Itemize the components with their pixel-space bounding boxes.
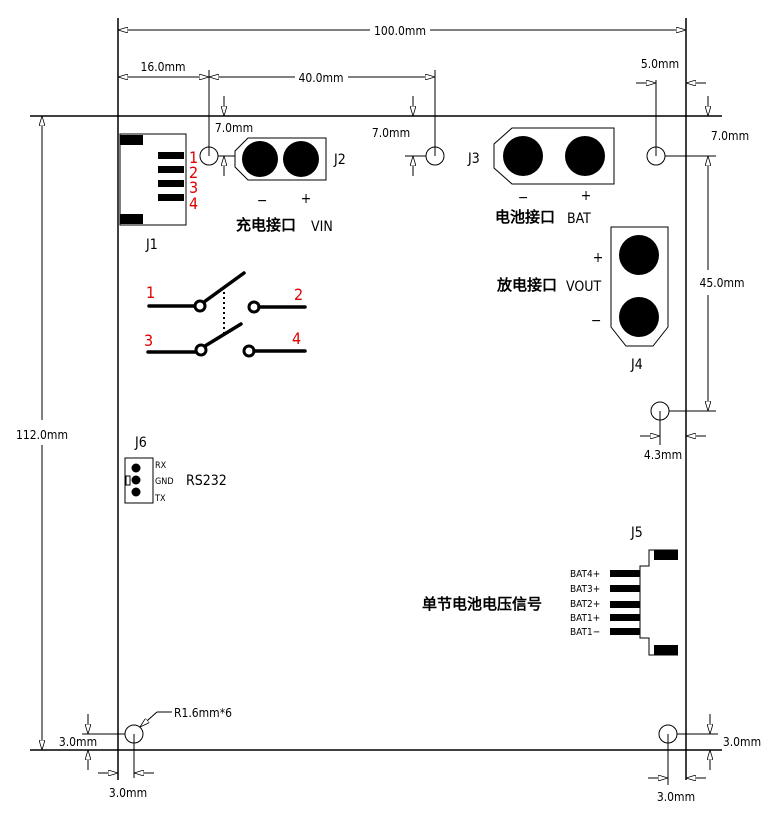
- dim-hole-top-left: 7.0mm: [215, 121, 253, 135]
- switch-symbol: 1 2 3 4: [144, 271, 307, 358]
- dim-hole-top-right: 7.0mm: [711, 129, 749, 143]
- j4-minus: −: [591, 313, 602, 329]
- j4-label-cn: 放电接口: [496, 276, 557, 294]
- j3-plus: +: [581, 188, 592, 204]
- j6-pin-label: GND: [155, 477, 174, 487]
- j2-label-en: VIN: [311, 219, 333, 235]
- dim-board-width: 100.0mm: [374, 24, 426, 38]
- dimension-lines: 100.0mm 16.0mm 40.0mm 5.0mm 7.0mm 7.0mm …: [16, 24, 761, 804]
- j5-pin-label: BAT3+: [570, 584, 600, 595]
- switch-pin-label: 2: [294, 285, 303, 304]
- j5-pin-label: BAT1+: [570, 613, 600, 624]
- j2-label-cn: 充电接口: [236, 216, 296, 234]
- j3-label-en: BAT: [567, 211, 591, 227]
- connector-j6: J6 RX GND TX RS232: [124, 435, 227, 504]
- dim-j1-offset: 16.0mm: [140, 60, 185, 74]
- j5-pin-label: BAT4+: [570, 569, 600, 580]
- dim-right-hole-offset: 5.0mm: [641, 57, 679, 71]
- j6-pin-label: TX: [154, 494, 166, 504]
- j1-ref: J1: [145, 237, 158, 253]
- j5-label-cn: 单节电池电压信号: [422, 595, 542, 613]
- j3-label-cn: 电池接口: [495, 208, 555, 226]
- j4-label-en: VOUT: [566, 279, 602, 295]
- switch-pin-label: 1: [146, 283, 155, 302]
- connector-j3: J3 − + 电池接口 BAT: [467, 127, 615, 227]
- dim-bl-vertical: 3.0mm: [59, 735, 97, 749]
- j2-minus: −: [257, 193, 268, 209]
- board-outline: [30, 18, 722, 780]
- j1-pin-label: 4: [189, 194, 198, 213]
- mounting-holes: [124, 146, 678, 744]
- dim-hole-top-mid: 7.0mm: [372, 126, 410, 140]
- j5-pin-label: BAT2+: [570, 599, 600, 610]
- j1-pin-label: 3: [189, 178, 198, 197]
- j6-pin-label: RX: [155, 461, 167, 471]
- j6-label: RS232: [186, 473, 227, 489]
- dim-br-vertical: 3.0mm: [723, 735, 761, 749]
- connector-j5: J5 BAT4+ BAT3+ BAT2+ BAT1+ BAT1− 单节电池电压信…: [422, 525, 678, 656]
- j5-ref: J5: [630, 525, 643, 541]
- connector-j1: 1 2 3 4 J1: [119, 133, 198, 253]
- connector-j4: + − 放电接口 VOUT J4: [496, 226, 669, 373]
- j5-pin-label: BAT1−: [570, 627, 600, 638]
- j4-plus: +: [593, 250, 604, 266]
- j3-minus: −: [518, 190, 529, 206]
- j2-plus: +: [301, 191, 312, 207]
- connector-j2: J2 − + 充电接口 VIN: [234, 137, 346, 235]
- dim-board-height: 112.0mm: [16, 428, 68, 442]
- j6-ref: J6: [134, 435, 147, 451]
- dim-hole-radius: R1.6mm*6: [174, 706, 232, 720]
- j3-ref: J3: [467, 151, 480, 167]
- dim-right-hole2-offset: 4.3mm: [644, 448, 682, 462]
- j1-pin-label: 1: [189, 148, 198, 167]
- j2-ref: J2: [333, 152, 346, 168]
- j4-ref: J4: [630, 357, 643, 373]
- dim-br-horizontal: 3.0mm: [657, 790, 695, 804]
- dim-hole-spacing-top: 40.0mm: [298, 71, 343, 85]
- dim-right-hole-spacing: 45.0mm: [699, 276, 744, 290]
- switch-pin-label: 4: [292, 329, 301, 348]
- switch-pin-label: 3: [144, 331, 153, 350]
- j1-pin-label: 2: [189, 163, 198, 182]
- dim-bl-horizontal: 3.0mm: [109, 786, 147, 800]
